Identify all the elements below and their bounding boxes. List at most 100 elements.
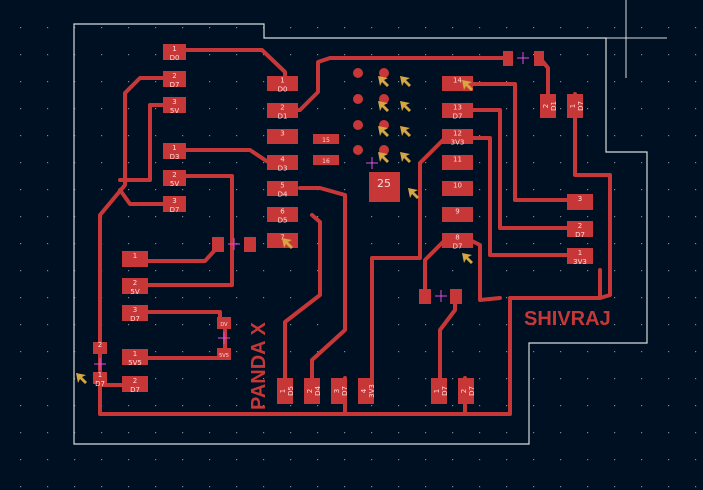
conn-left-mid-2[interactable]: 25V xyxy=(163,170,186,188)
conn-bottom-4-net: 3V3 xyxy=(368,384,376,398)
pad-top-right-a[interactable] xyxy=(503,51,513,66)
conn-left-low-3-net: D7 xyxy=(130,315,140,323)
pad-top-right-b[interactable] xyxy=(534,51,544,66)
conn-center-4[interactable]: 4D3 xyxy=(267,155,298,173)
conn-top-right-1-num: 2 xyxy=(542,104,550,108)
via-group xyxy=(353,68,389,155)
arrow-marker-7 xyxy=(378,152,389,163)
conn-right-6-num: 9 xyxy=(455,208,459,216)
pad-lv[interactable] xyxy=(217,348,231,360)
conn-right-4-num: 11 xyxy=(453,156,462,164)
conn-left-low-2[interactable]: 25V xyxy=(122,278,148,296)
copper-traces xyxy=(98,48,612,416)
arrow-marker-11 xyxy=(282,238,293,249)
conn-left-top-1-net: D0 xyxy=(170,54,180,62)
conn-top-right-1-net: D1 xyxy=(550,101,558,111)
conn-center-1-num: 1 xyxy=(280,77,284,85)
conn-right-2-net: D7 xyxy=(453,113,463,121)
conn-left-edge-1[interactable]: 2 xyxy=(93,341,107,354)
conn-bottom-5-net: D7 xyxy=(441,386,449,396)
pad-sv2[interactable] xyxy=(244,237,256,252)
conn-right-1-num: 14 xyxy=(453,77,462,85)
conn-left-top-2-net: D7 xyxy=(170,81,180,89)
conn-center-5[interactable]: 5D4 xyxy=(267,181,298,199)
conn-left-low-3[interactable]: 3D7 xyxy=(122,305,148,323)
conn-right-4[interactable]: 11 xyxy=(442,155,473,170)
conn-right-edge-3-num: 1 xyxy=(578,249,582,257)
conn-center-4-net: D3 xyxy=(278,165,288,173)
pad-dv[interactable] xyxy=(217,317,231,329)
conn-right-2-num: 13 xyxy=(453,104,462,112)
board-title: PANDA X xyxy=(248,322,270,410)
pad-dv-label: DV xyxy=(220,322,228,328)
conn-right-7-num: 8 xyxy=(455,234,459,242)
author-label: SHIVRAJ xyxy=(524,308,611,330)
conn-center-3-num: 3 xyxy=(280,130,284,138)
conn-center-2-net: D1 xyxy=(278,113,288,121)
conn-left-bottom-2-num: 2 xyxy=(133,377,137,385)
pad-15[interactable] xyxy=(313,134,339,144)
conn-top-right-2-net: D7 xyxy=(577,101,585,111)
conn-right-edge-1[interactable]: 3 xyxy=(567,194,593,210)
conn-left-top-3[interactable]: 35V xyxy=(163,97,186,115)
board-outline xyxy=(73,23,648,445)
arrow-marker-9 xyxy=(408,188,419,199)
conn-center-6-num: 6 xyxy=(280,208,285,216)
conn-bottom-6-net: D7 xyxy=(468,386,476,396)
conn-center-1[interactable]: 1D0 xyxy=(267,76,298,94)
conn-center-1-net: D0 xyxy=(278,86,288,94)
conn-left-mid-1-num: 1 xyxy=(172,144,176,152)
arrow-marker-5 xyxy=(378,126,389,137)
conn-left-edge-2[interactable]: 1D7 xyxy=(93,371,107,388)
pad-sv[interactable] xyxy=(212,237,224,252)
conn-left-top-1[interactable]: 1D0 xyxy=(163,44,186,62)
pad-mid-b[interactable] xyxy=(450,289,462,304)
arrow-marker-1 xyxy=(378,76,389,87)
conn-right-5[interactable]: 10 xyxy=(442,181,473,196)
conn-left-edge-2-num: 1 xyxy=(98,371,102,379)
conn-right-edge-2[interactable]: 2D7 xyxy=(567,221,593,239)
pad-25[interactable] xyxy=(369,172,400,202)
conn-center-3[interactable]: 3 xyxy=(267,129,298,144)
conn-right-6[interactable]: 9 xyxy=(442,207,473,222)
origin-markers xyxy=(94,52,529,370)
conn-left-top-2[interactable]: 2D7 xyxy=(163,71,186,89)
conn-left-mid-2-num: 2 xyxy=(172,171,176,179)
conn-center-5-net: D4 xyxy=(278,191,288,199)
conn-right-3-net: 3V3 xyxy=(451,139,465,147)
pad-mid-a[interactable] xyxy=(419,289,431,304)
conn-center-7-num: 7 xyxy=(280,234,284,242)
conn-right-edge-2-num: 2 xyxy=(578,222,582,230)
conn-center-6[interactable]: 6D5 xyxy=(267,207,298,225)
conn-bottom-3-net: D7 xyxy=(341,386,349,396)
conn-left-top-2-num: 2 xyxy=(172,72,176,80)
conn-left-low-2-num: 2 xyxy=(133,279,137,287)
conn-center-2[interactable]: 2D1 xyxy=(267,103,298,121)
conn-left-mid-3[interactable]: 3D7 xyxy=(163,196,186,214)
conn-left-edge-2-net: D7 xyxy=(95,380,105,388)
conn-left-mid-1[interactable]: 1D3 xyxy=(163,143,186,161)
conn-left-low-1[interactable]: 1 xyxy=(122,251,148,267)
conn-left-bottom-2[interactable]: 2D7 xyxy=(122,376,148,394)
pad-15-label: 15 xyxy=(322,137,330,144)
pad-16-label: 16 xyxy=(322,158,330,165)
pad-16[interactable] xyxy=(313,155,339,165)
conn-right-7[interactable]: 8D7 xyxy=(442,233,473,251)
conn-left-top-3-net: 5V xyxy=(170,107,179,115)
conn-left-low-1-num: 1 xyxy=(133,252,137,260)
conn-bottom-5-num: 1 xyxy=(433,389,441,393)
conn-bottom-3-num: 3 xyxy=(333,389,341,393)
